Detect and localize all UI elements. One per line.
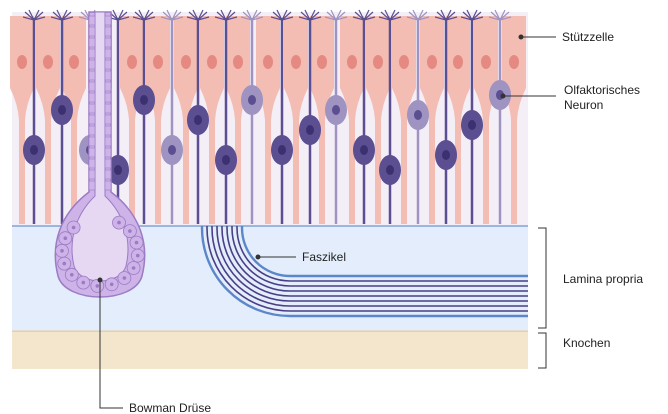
support-cell-nucleus xyxy=(291,55,301,69)
leader-dot-neuron xyxy=(501,94,505,98)
label-lamina-propria: Lamina propria xyxy=(563,272,643,286)
duct-cell xyxy=(89,71,95,80)
acinar-cell-nucleus xyxy=(117,221,121,225)
acinar-cell-nucleus xyxy=(64,236,68,240)
neuron-nucleus xyxy=(58,105,66,115)
neuron-nucleus xyxy=(360,145,368,155)
duct-cell xyxy=(89,60,95,69)
duct-cell xyxy=(105,137,111,146)
support-cell-nucleus xyxy=(481,55,491,69)
neuron-nucleus xyxy=(468,120,476,130)
bone-layer xyxy=(12,331,528,369)
acinar-cell-nucleus xyxy=(136,254,140,258)
support-cell-nucleus xyxy=(373,55,383,69)
duct-cell xyxy=(105,93,111,102)
label-bowman-druese: Bowman Drüse xyxy=(129,401,211,414)
acinar-cell-nucleus xyxy=(128,229,132,233)
bracket-knochen xyxy=(538,333,546,368)
duct-cell xyxy=(105,181,111,190)
neuron-nucleus xyxy=(442,150,450,160)
support-cell-nucleus xyxy=(233,55,243,69)
leader-dot-bowman xyxy=(98,278,102,282)
duct-cell xyxy=(89,49,95,58)
duct-cell xyxy=(89,82,95,91)
neuron-nucleus xyxy=(306,125,314,135)
support-cell-nucleus xyxy=(127,55,137,69)
acinar-cell-nucleus xyxy=(82,281,86,285)
duct-cell xyxy=(89,181,95,190)
neuron-nucleus xyxy=(278,145,286,155)
acinar-cell-nucleus xyxy=(60,249,64,253)
support-cell-nucleus xyxy=(427,55,437,69)
label-knochen: Knochen xyxy=(563,336,610,350)
acinar-cell-nucleus xyxy=(70,273,74,277)
acinar-cell-nucleus xyxy=(135,241,139,245)
support-cell-nucleus xyxy=(43,55,53,69)
duct-cell xyxy=(105,60,111,69)
support-cell-nucleus xyxy=(453,55,463,69)
duct-cell xyxy=(89,115,95,124)
label-stuetzzelle: Stützzelle xyxy=(562,30,614,44)
duct-cell xyxy=(105,170,111,179)
duct-cell xyxy=(89,16,95,25)
label-neuron-line2: Neuron xyxy=(564,98,603,112)
support-cell-nucleus xyxy=(181,55,191,69)
duct-cell xyxy=(105,115,111,124)
support-cell-nucleus xyxy=(317,55,327,69)
duct-cell xyxy=(105,71,111,80)
leader-dot-faszikel xyxy=(256,255,260,259)
duct-cell xyxy=(89,27,95,36)
duct-cell xyxy=(89,148,95,157)
support-cell-nucleus xyxy=(399,55,409,69)
neuron-nucleus xyxy=(248,95,256,105)
duct-cell xyxy=(105,126,111,135)
duct-cell xyxy=(105,148,111,157)
neuron-nucleus xyxy=(332,105,340,115)
duct-cell xyxy=(105,159,111,168)
acinar-cell-nucleus xyxy=(123,276,127,280)
bracket-lamina-propria xyxy=(538,228,546,328)
support-cell-nucleus xyxy=(69,55,79,69)
acinar-cell-nucleus xyxy=(72,226,76,230)
neuron-nucleus xyxy=(168,145,176,155)
neuron-nucleus xyxy=(414,110,422,120)
duct-cell xyxy=(105,38,111,47)
duct-cell xyxy=(89,104,95,113)
acinar-cell-nucleus xyxy=(96,284,100,288)
acinar-cell-nucleus xyxy=(132,266,136,270)
duct-cell xyxy=(105,49,111,58)
duct-cell xyxy=(89,126,95,135)
label-faszikel: Faszikel xyxy=(302,250,346,264)
label-neuron-line1: Olfaktorisches xyxy=(564,83,640,97)
support-cell-nucleus xyxy=(207,55,217,69)
support-cell-nucleus xyxy=(153,55,163,69)
duct-cell xyxy=(105,104,111,113)
duct-cell xyxy=(89,170,95,179)
neuron-nucleus xyxy=(140,95,148,105)
support-cell-nucleus xyxy=(263,55,273,69)
duct-cell xyxy=(105,16,111,25)
duct-cell xyxy=(89,137,95,146)
neuron-nucleus xyxy=(114,165,122,175)
neuron-nucleus xyxy=(30,145,38,155)
acinar-cell-nucleus xyxy=(110,283,114,287)
duct-cell xyxy=(89,159,95,168)
support-cell-nucleus xyxy=(347,55,357,69)
support-cell-nucleus xyxy=(509,55,519,69)
duct-cell xyxy=(105,82,111,91)
leader-dot-stuetzzelle xyxy=(519,35,523,39)
neuron-nucleus xyxy=(386,165,394,175)
neuron-nucleus xyxy=(222,155,230,165)
neuron-nucleus xyxy=(194,115,202,125)
duct-cell xyxy=(89,93,95,102)
acinar-cell-nucleus xyxy=(63,262,67,266)
duct-cell xyxy=(89,38,95,47)
duct-cell xyxy=(105,27,111,36)
support-cell-nucleus xyxy=(17,55,27,69)
